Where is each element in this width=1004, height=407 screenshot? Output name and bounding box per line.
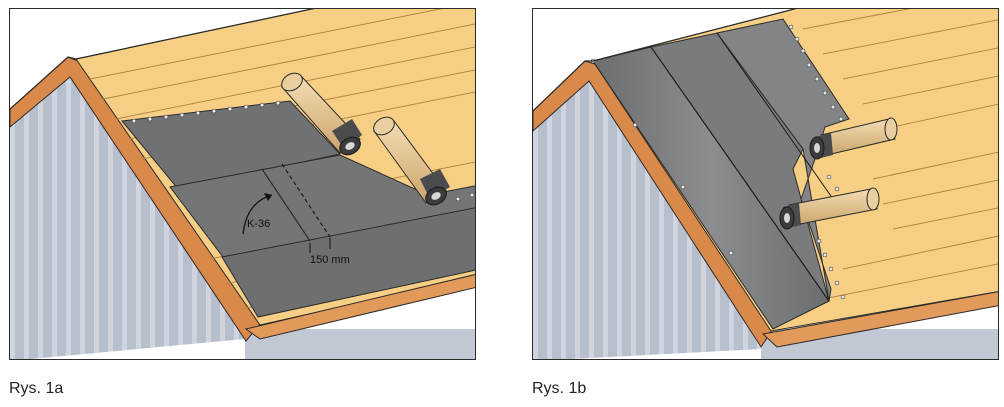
membrane-roll-lower bbox=[779, 187, 880, 230]
side-wall bbox=[245, 329, 475, 359]
nail-dots bbox=[590, 24, 848, 300]
membrane-roll-upper bbox=[281, 72, 362, 156]
membrane-arrow-head bbox=[264, 193, 272, 201]
roof-board-lines bbox=[802, 9, 998, 300]
gable-wall bbox=[533, 71, 761, 359]
membrane-sheet-top bbox=[121, 100, 341, 190]
figure-1b-panel bbox=[532, 8, 999, 360]
membrane-strip-3 bbox=[716, 18, 850, 302]
overlap-seam bbox=[261, 168, 311, 242]
eave-fascia bbox=[244, 274, 475, 340]
ridge-line bbox=[533, 9, 797, 112]
ridge-line bbox=[10, 9, 315, 110]
overlap-dimension-label: 150 mm bbox=[310, 254, 350, 266]
membrane-label: K-36 bbox=[247, 218, 270, 230]
membrane-roll-upper bbox=[809, 117, 898, 160]
eave-fascia bbox=[761, 291, 998, 348]
figure-1a-panel: K-36 150 mm bbox=[9, 8, 476, 360]
membrane-sheet-bottom bbox=[221, 207, 475, 318]
gable-wall bbox=[10, 69, 245, 359]
strip-seam bbox=[716, 32, 834, 200]
figure-1a-caption: Rys. 1a bbox=[9, 380, 64, 397]
membrane-roll-lower bbox=[373, 116, 450, 206]
figure-1a-illustration: K-36 150 mm bbox=[10, 9, 475, 359]
nail-dots bbox=[131, 100, 475, 202]
figure-1b-caption: Rys. 1b bbox=[532, 380, 587, 397]
overlap-dashed-line bbox=[281, 163, 331, 238]
figure-1b-illustration bbox=[533, 9, 998, 359]
strip-seam bbox=[650, 46, 830, 302]
